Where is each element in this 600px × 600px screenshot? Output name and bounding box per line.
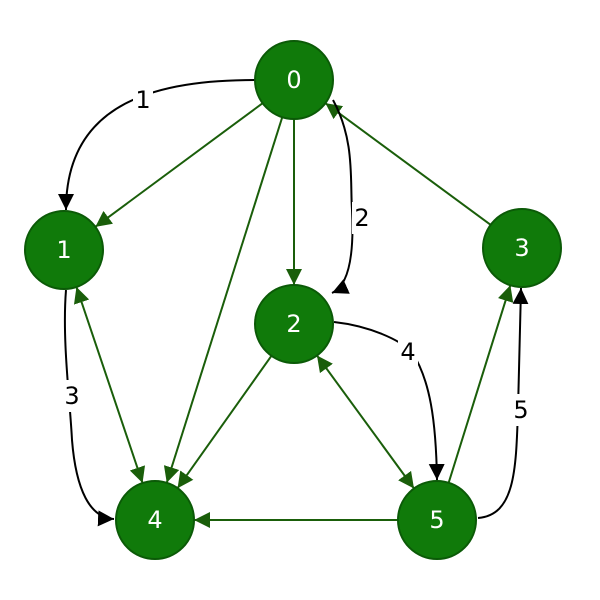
node-circle — [24, 210, 104, 290]
edge-weight-label: 2 — [354, 204, 369, 232]
node-circle — [254, 284, 334, 364]
edge-label-background — [398, 336, 418, 368]
black-edge-1-4 — [63, 289, 115, 527]
nodes-layer: 0 1 2 3 4 5 — [24, 40, 562, 560]
black-edge-0-1 — [58, 79, 257, 211]
green-edge-1-4 — [73, 286, 146, 484]
graph-node-3: 3 — [482, 208, 562, 288]
green-edge-0-4 — [163, 116, 284, 484]
edge-weight-label: 3 — [64, 382, 79, 410]
node-label: 2 — [286, 310, 301, 338]
node-circle — [482, 208, 562, 288]
graph-node-1: 1 — [24, 210, 104, 290]
edge-weight-label: 5 — [513, 396, 528, 424]
green-edge-2-4 — [176, 355, 273, 489]
node-label: 4 — [147, 506, 162, 534]
graph-node-4: 4 — [115, 480, 195, 560]
node-label: 0 — [286, 66, 301, 94]
node-label: 1 — [56, 236, 71, 264]
edge-label-background — [511, 394, 531, 426]
node-circle — [397, 480, 477, 560]
green-edges-layer — [73, 102, 514, 528]
node-circle — [115, 480, 195, 560]
graph-node-0: 0 — [254, 40, 334, 120]
node-circle — [254, 40, 334, 120]
green-edge-2-5 — [316, 354, 415, 490]
black-edges-layer: 1 2 3 4 5 — [58, 79, 531, 527]
edge-weight-label: 1 — [135, 86, 150, 114]
black-edge-0-2 — [331, 99, 354, 294]
green-edge-5-3 — [447, 284, 514, 484]
graph-node-5: 5 — [397, 480, 477, 560]
edge-weight-label: 4 — [400, 338, 415, 366]
graph-node-2: 2 — [254, 284, 334, 364]
green-edge-0-1 — [94, 102, 264, 228]
edge-label-background — [133, 84, 153, 116]
edge-label-background — [352, 202, 372, 234]
green-edge-3-0 — [324, 102, 492, 226]
node-label: 5 — [429, 506, 444, 534]
node-label: 3 — [514, 234, 529, 262]
edge-label-background — [62, 380, 82, 412]
